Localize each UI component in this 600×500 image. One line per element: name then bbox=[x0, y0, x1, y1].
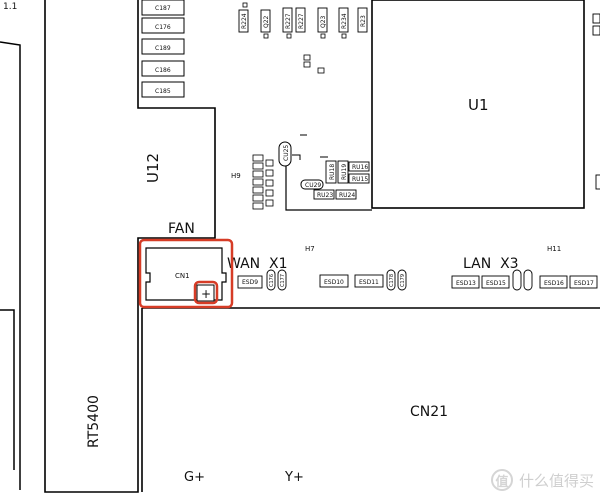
esd-label: ESD16 bbox=[544, 280, 564, 287]
tiny-pads-top bbox=[242, 2, 347, 74]
right-side-pads bbox=[592, 13, 600, 190]
part-label: RU15 bbox=[352, 176, 368, 183]
cn21-outline bbox=[141, 307, 600, 492]
cap-small-label: C179 bbox=[400, 274, 406, 287]
small-capacitors bbox=[266, 269, 533, 291]
lan-x3-label: LAN X3 bbox=[463, 256, 519, 272]
cu25-part bbox=[278, 141, 292, 167]
part-label: RU19 bbox=[341, 164, 348, 180]
capacitor-stack bbox=[141, 0, 185, 98]
cap-small-label: C178 bbox=[389, 274, 395, 287]
u12-rt5400-outline bbox=[44, 0, 216, 493]
cap-label: C189 bbox=[155, 45, 171, 52]
corner-label: 1.1 bbox=[3, 2, 17, 12]
wan-x1-label: WAN X1 bbox=[227, 256, 288, 272]
esd-label: ESD13 bbox=[456, 280, 476, 287]
u12-label: U12 bbox=[144, 153, 162, 183]
esd-label: ESD11 bbox=[359, 279, 379, 286]
part-label: RU23 bbox=[317, 192, 333, 199]
resistor-label: Q23 bbox=[320, 15, 327, 28]
cap-label: C185 bbox=[155, 88, 171, 95]
resistor-label: R234 bbox=[341, 13, 348, 29]
cu29-label: CU29 bbox=[305, 182, 321, 189]
y-plus-label: Y+ bbox=[284, 470, 304, 485]
esd-label: ESD10 bbox=[324, 279, 344, 286]
esd-label: ESD9 bbox=[242, 279, 258, 286]
fan-connector-highlight bbox=[138, 238, 234, 309]
resistor-label: Q22 bbox=[263, 15, 270, 28]
cap-label: C187 bbox=[155, 5, 171, 12]
left-edge-outline bbox=[0, 41, 21, 490]
plus-label: + bbox=[201, 287, 211, 301]
h11-label: H11 bbox=[547, 245, 561, 253]
cn1-fan-connector: CN1 + bbox=[145, 247, 227, 302]
esd-label: ESD15 bbox=[486, 280, 506, 287]
transistor-symbol bbox=[292, 134, 328, 160]
cap-small-label: C177 bbox=[280, 274, 286, 287]
esd-label: ESD17 bbox=[574, 280, 594, 287]
resistor-cluster-right bbox=[313, 160, 370, 200]
cn1-pin1-pad bbox=[196, 284, 215, 302]
watermark-text: 什么值得买 bbox=[518, 471, 594, 490]
resistor-label: R224 bbox=[241, 13, 248, 29]
u1-label: U1 bbox=[468, 96, 489, 114]
cn21-label: CN21 bbox=[410, 404, 448, 420]
cn1-label: CN1 bbox=[175, 272, 190, 280]
part-label: RU16 bbox=[352, 164, 368, 171]
fan-label: FAN bbox=[168, 221, 195, 237]
pin1-highlight bbox=[193, 280, 219, 305]
h9-label: H9 bbox=[231, 172, 241, 180]
cu25-label: CU25 bbox=[283, 145, 290, 161]
cap-label: C176 bbox=[155, 24, 171, 31]
cu29-part bbox=[300, 179, 324, 190]
cap-label: C186 bbox=[155, 67, 171, 74]
resistor-label: R227 bbox=[298, 13, 305, 29]
resistor-label: R23 bbox=[360, 15, 367, 27]
watermark: 值 什么值得买 bbox=[490, 469, 594, 491]
cap-small-label: C176 bbox=[269, 274, 275, 287]
h7-label: H7 bbox=[305, 245, 315, 253]
top-resistor-row bbox=[238, 7, 368, 33]
watermark-logo-icon: 值 bbox=[490, 469, 513, 491]
trace-outline bbox=[285, 150, 372, 211]
g-plus-label: G+ bbox=[184, 470, 205, 485]
u1-outline bbox=[371, 0, 585, 209]
resistor-label: R227 bbox=[285, 13, 292, 29]
rt5400-label: RT5400 bbox=[86, 395, 102, 448]
part-label: RU24 bbox=[339, 192, 355, 199]
part-label: RU18 bbox=[329, 164, 336, 180]
resistor-cluster-left bbox=[252, 154, 274, 210]
esd-boxes bbox=[237, 274, 598, 289]
